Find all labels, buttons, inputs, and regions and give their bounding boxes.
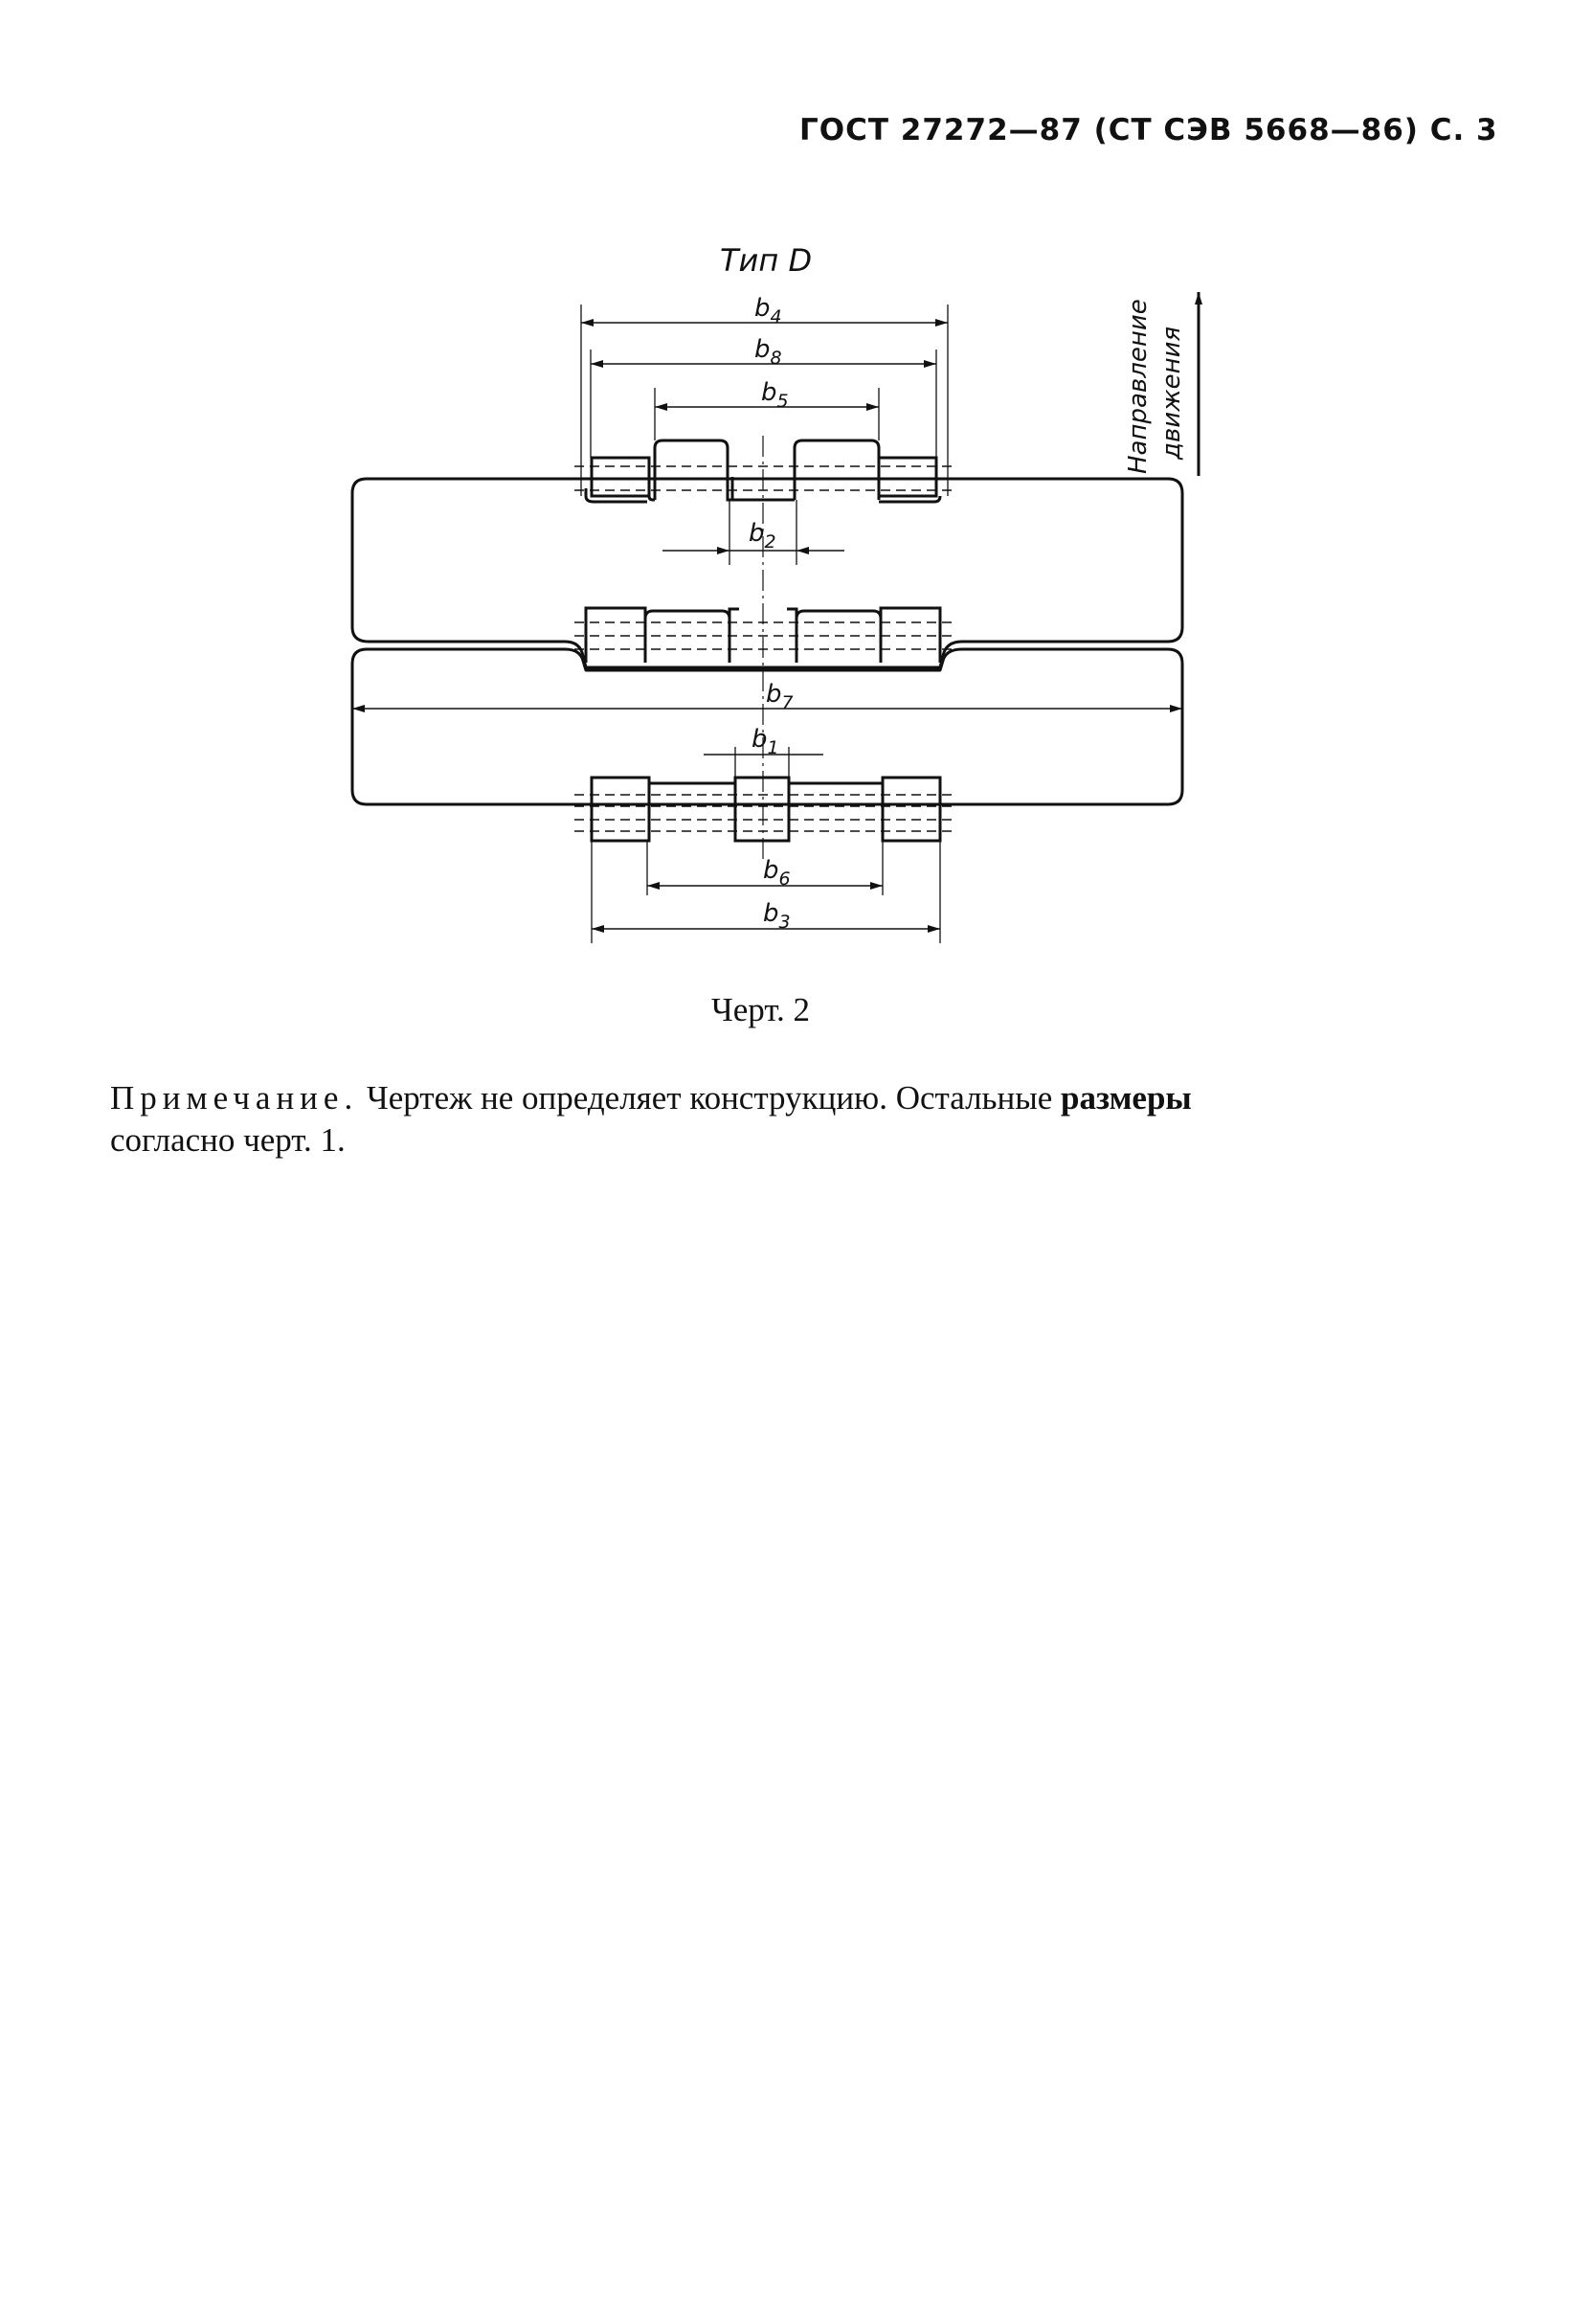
dim-b8-label: b8	[754, 335, 782, 369]
direction-indicator: Направление движения	[1124, 292, 1202, 476]
note-tail: размеры	[1052, 1079, 1192, 1117]
dim-b5-label: b5	[761, 378, 789, 412]
page-header: ГОСТ 27272—87 (СТ СЭВ 5668—86) С. 3	[799, 113, 1498, 147]
dim-b6-label: b6	[763, 856, 791, 890]
type-label: Тип D	[720, 242, 812, 279]
dim-b2-label: b2	[749, 519, 776, 553]
upper-belt-outline	[350, 477, 1184, 669]
dim-b4-label: b4	[754, 294, 782, 327]
direction-label-1: Направление	[1124, 299, 1153, 474]
technical-drawing: Тип D Направление движения	[350, 242, 1202, 943]
note-lead: Примечание.	[110, 1079, 359, 1117]
lower-belt-outline	[350, 647, 1184, 806]
note-line2: согласно черт. 1.	[110, 1121, 346, 1159]
figure-caption: Черт. 2	[711, 991, 810, 1028]
direction-label-2: движения	[1157, 327, 1186, 461]
dim-b7-label: b7	[766, 680, 794, 713]
note-text: Чертеж не определяет конструкцию. Осталь…	[358, 1079, 1053, 1117]
upper-joint	[584, 439, 942, 504]
dim-b3-label: b3	[763, 899, 791, 933]
dimension-lines	[352, 319, 1182, 933]
dim-b1-label: b1	[752, 725, 779, 758]
note-paragraph: Примечание. Чертеж не определяет констру…	[110, 1077, 1431, 1162]
lower-joint	[590, 776, 942, 843]
